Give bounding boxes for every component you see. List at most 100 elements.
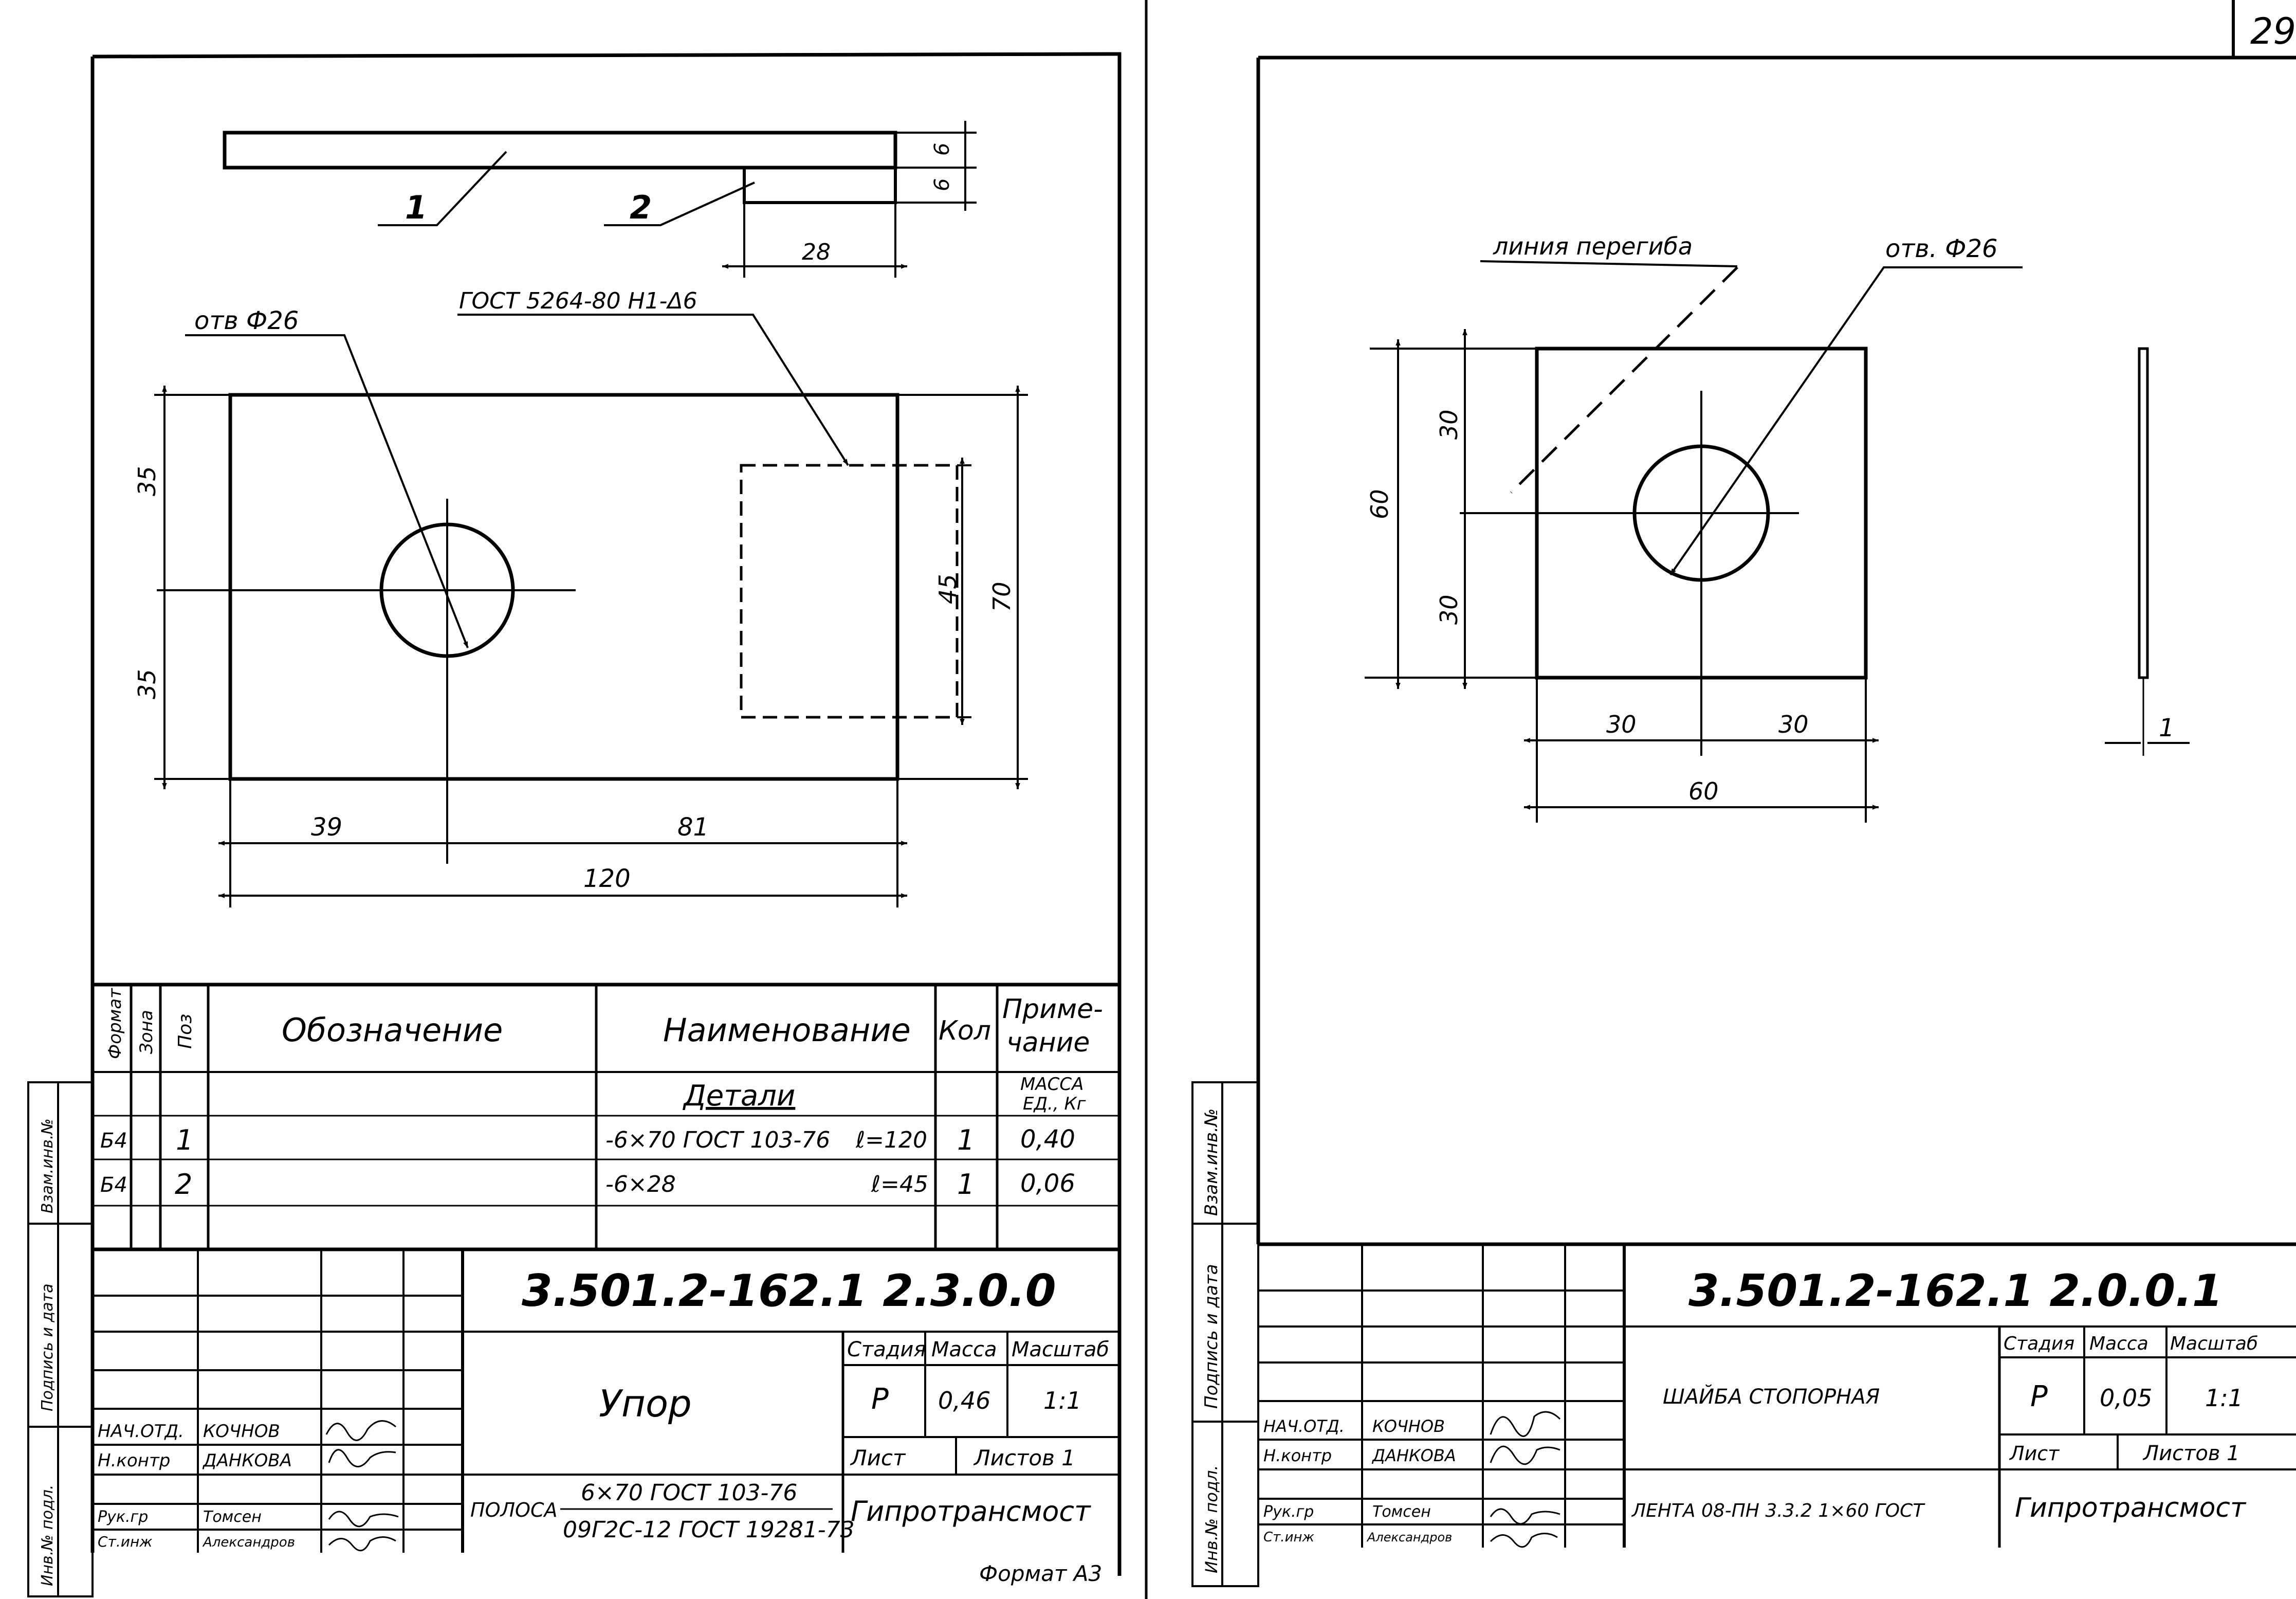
dim-39: 39 bbox=[311, 813, 342, 842]
weld-label: ГОСТ 5264-80 Н1-Δ6 bbox=[459, 288, 697, 314]
section-title: Детали bbox=[682, 1079, 795, 1113]
h-note-1: Приме- bbox=[1002, 994, 1103, 1025]
bend-line-label: линия перегиба bbox=[1493, 232, 1693, 260]
left-person-3: Томсен bbox=[203, 1508, 262, 1526]
mass-label-1: МАССА bbox=[1020, 1074, 1083, 1095]
left-format: Формат А3 bbox=[979, 1561, 1102, 1586]
dim-6-top: 6 bbox=[930, 143, 954, 156]
right-side-stamp: Взам.инв.№ Подпись и дата Инв.№ подл. bbox=[1191, 1081, 1259, 1587]
right-stamp-inv-dup: Взам.инв.№ bbox=[1201, 1109, 1222, 1216]
plate-outline bbox=[228, 393, 899, 781]
signature-6 bbox=[1490, 1445, 1560, 1465]
right-org: Гипротрансмост bbox=[2015, 1493, 2247, 1523]
dim-35-top: 35 bbox=[133, 466, 161, 496]
h-note-2: чание bbox=[1006, 1027, 1090, 1058]
hole-label-right: отв. Ф26 bbox=[1885, 234, 1998, 263]
dim-81: 81 bbox=[677, 813, 709, 842]
signature-1 bbox=[325, 1420, 396, 1441]
right-person-2: ДАНКОВА bbox=[1371, 1446, 1456, 1465]
row2-length: ℓ=45 bbox=[871, 1171, 928, 1197]
signature-5 bbox=[1490, 1411, 1561, 1437]
left-role-1: НАЧ.ОТД. bbox=[98, 1421, 184, 1442]
left-frame bbox=[90, 52, 1122, 1576]
row1-pos: 1 bbox=[176, 1124, 193, 1156]
left-stage-label: Стадия bbox=[847, 1338, 926, 1361]
page-number: 29 bbox=[2250, 10, 2296, 52]
row1-length: ℓ=120 bbox=[855, 1127, 927, 1153]
left-side-stamp: Взам.инв.№ Подпись и дата Инв.№ подл. bbox=[27, 1081, 94, 1597]
dim-30-bottom: 30 bbox=[1435, 594, 1463, 625]
right-stage-label: Стадия bbox=[2004, 1333, 2074, 1354]
bend-line bbox=[1510, 266, 1738, 494]
washer-view: линия перегиба отв. Ф26 60 30 30 30 30 6… bbox=[1365, 232, 2190, 823]
right-sheet-label: Лист bbox=[2009, 1442, 2060, 1465]
right-person-4: Александров bbox=[1366, 1530, 1452, 1545]
washer-side-view bbox=[2138, 347, 2149, 679]
right-material: ЛЕНТА 08-ПН 3.3.2 1×60 ГОСТ bbox=[1631, 1500, 1925, 1521]
left-person-4: Александров bbox=[202, 1535, 295, 1550]
dim-6-bottom: 6 bbox=[930, 178, 954, 191]
plate-part-2 bbox=[743, 166, 897, 204]
left-scale: 1:1 bbox=[1043, 1387, 1081, 1414]
material-bottom: 09Г2С-12 ГОСТ 19281-73 bbox=[563, 1517, 855, 1543]
left-front-view: отв Ф26 ГОСТ 5264-80 Н1-Δ6 35 35 45 70 bbox=[133, 288, 1028, 907]
left-mass: 0,46 bbox=[938, 1387, 990, 1414]
row1-name: -6×70 ГОСТ 103-76 bbox=[605, 1127, 830, 1153]
row2-pos: 2 bbox=[175, 1168, 192, 1201]
right-part-name: ШАЙБА СТОПОРНАЯ bbox=[1663, 1384, 1880, 1409]
h-designation: Обозначение bbox=[282, 1011, 503, 1049]
left-role-4: Ст.инж bbox=[98, 1533, 153, 1550]
signature-7 bbox=[1490, 1508, 1560, 1525]
thickness-1: 1 bbox=[2159, 714, 2175, 742]
left-person-1: КОЧНОВ bbox=[203, 1421, 280, 1442]
dim-30-top: 30 bbox=[1435, 409, 1463, 440]
row2-mass: 0,06 bbox=[1020, 1169, 1075, 1198]
signature-8 bbox=[1490, 1533, 1558, 1548]
h-qty: Кол bbox=[939, 1015, 991, 1046]
row1-format: Б4 bbox=[100, 1129, 127, 1153]
right-stamp-sign-date: Подпись и дата bbox=[1201, 1264, 1222, 1409]
dim-35-bottom: 35 bbox=[133, 669, 161, 699]
right-mass-label: Масса bbox=[2089, 1333, 2148, 1354]
spec-table: Формат Зона Поз Обозначение Наименование… bbox=[90, 983, 1119, 1553]
strip-part-1 bbox=[223, 131, 897, 170]
left-stamp-inv-dup: Взам.инв.№ bbox=[39, 1118, 57, 1213]
right-drawing-code: 3.501.2-162.1 2.0.0.1 bbox=[1688, 1265, 2223, 1317]
row2-name: -6×28 bbox=[605, 1171, 676, 1197]
dim-30-right: 30 bbox=[1778, 711, 1809, 738]
right-role-4: Ст.инж bbox=[1263, 1530, 1314, 1545]
left-drawing-code: 3.501.2-162.1 2.3.0.0 bbox=[522, 1265, 1056, 1317]
left-title-block: 3.501.2-162.1 2.3.0.0 Упор Стадия Масса … bbox=[93, 1247, 1119, 1586]
row1-qty: 1 bbox=[957, 1124, 975, 1156]
right-role-1: НАЧ.ОТД. bbox=[1263, 1416, 1345, 1436]
dim-120: 120 bbox=[583, 864, 631, 893]
mass-label-2: ЕД., Кг bbox=[1023, 1094, 1087, 1114]
left-stage: Р bbox=[871, 1383, 889, 1416]
left-sheet: 6 6 28 1 2 отв Ф26 ГОСТ 5264-80 Н1-Δ6 bbox=[27, 52, 1122, 1597]
left-mass-label: Масса bbox=[931, 1338, 997, 1361]
right-mass: 0,05 bbox=[2100, 1384, 2152, 1412]
right-person-3: Томсен bbox=[1372, 1503, 1431, 1521]
signature-4 bbox=[328, 1536, 396, 1552]
h-name: Наименование bbox=[663, 1011, 911, 1049]
dim-45: 45 bbox=[934, 574, 962, 604]
right-scale-label: Масштаб bbox=[2170, 1333, 2258, 1354]
right-stage: Р bbox=[2030, 1380, 2048, 1413]
dim-30-left: 30 bbox=[1606, 711, 1637, 738]
page-number-box bbox=[2232, 0, 2296, 59]
left-person-2: ДАНКОВА bbox=[202, 1450, 292, 1471]
h-zone: Зона bbox=[136, 1010, 157, 1054]
left-top-view: 6 6 28 1 2 bbox=[223, 121, 977, 278]
material-prefix: ПОЛОСА bbox=[470, 1499, 558, 1521]
left-role-3: Рук.гр bbox=[98, 1508, 148, 1526]
left-sheet-label: Лист bbox=[850, 1445, 906, 1470]
left-org: Гипротрансмост bbox=[851, 1495, 1091, 1528]
hole-label-left: отв Ф26 bbox=[194, 306, 299, 335]
material-top: 6×70 ГОСТ 103-76 bbox=[581, 1480, 797, 1506]
signature-2 bbox=[328, 1449, 396, 1467]
right-frame bbox=[1256, 56, 2296, 1244]
h-format: Формат bbox=[105, 988, 125, 1059]
row2-qty: 1 bbox=[957, 1168, 975, 1201]
row1-mass: 0,40 bbox=[1020, 1125, 1075, 1154]
